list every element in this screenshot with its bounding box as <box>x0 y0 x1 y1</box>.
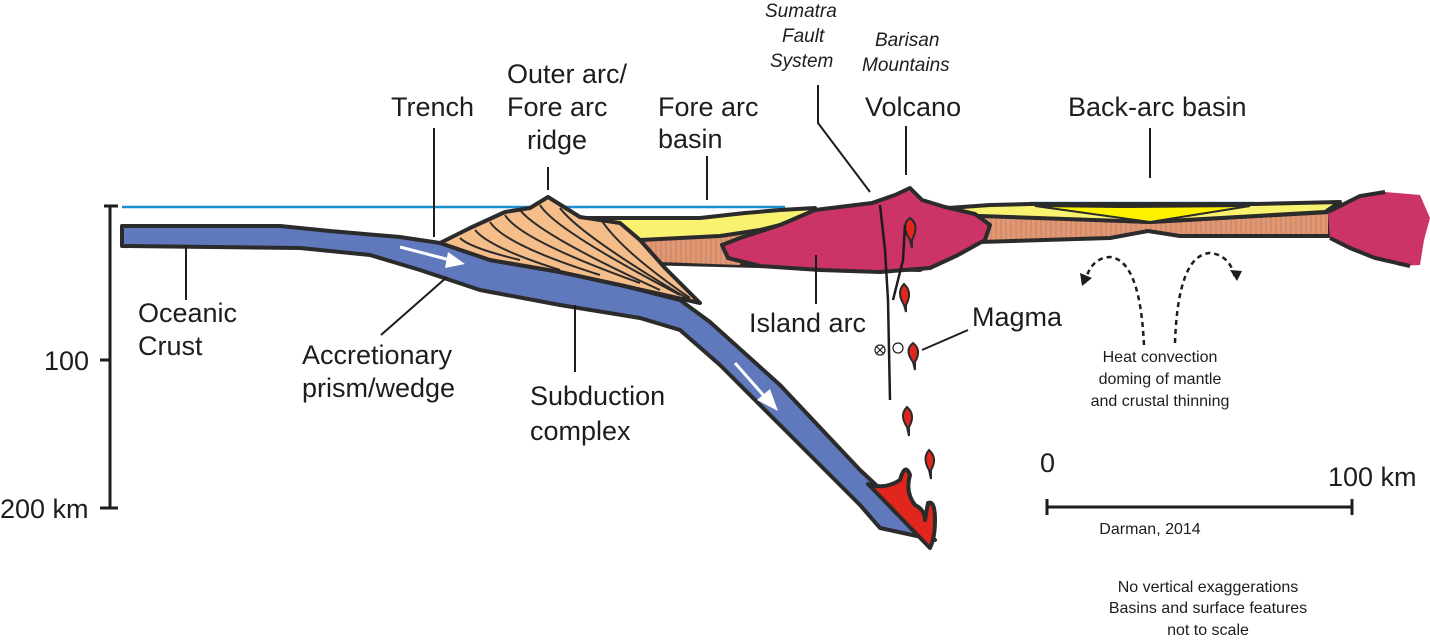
magma-drop <box>924 448 935 480</box>
oceanic-crust-slab <box>120 224 937 542</box>
label-outer-arc-1: Outer arc/ <box>507 59 628 89</box>
note-line-3: not to scale <box>1167 622 1249 639</box>
accretionary-prism <box>438 195 702 305</box>
label-back-arc-basin: Back-arc basin <box>1068 92 1247 122</box>
fault-motion-symbols <box>874 342 904 356</box>
fore-arc-crust <box>640 238 740 265</box>
label-magma: Magma <box>972 302 1063 332</box>
depth-tick-100: 100 <box>44 346 89 376</box>
label-oceanic-crust-1: Oceanic <box>138 298 237 328</box>
scale-end-label: 100 km <box>1328 462 1417 492</box>
horizontal-scale-bar <box>1045 499 1354 515</box>
convection-arrowhead-right <box>1230 270 1242 281</box>
label-subduction-2: complex <box>530 416 631 446</box>
label-fore-arc-basin-2: basin <box>658 124 723 154</box>
label-volcano: Volcano <box>865 92 961 122</box>
label-oceanic-crust-2: Crust <box>138 331 203 361</box>
note-line-1: No vertical exaggerations <box>1118 579 1299 596</box>
out-of-page-symbol <box>892 342 904 354</box>
label-outer-arc-3: ridge <box>527 125 587 155</box>
island-arc-body <box>720 186 992 274</box>
label-fore-arc-basin-1: Fore arc <box>658 92 759 122</box>
label-trench: Trench <box>391 92 474 122</box>
subduction-arrow-lower <box>733 362 778 411</box>
credit-text: Darman, 2014 <box>1099 521 1200 538</box>
magma-drop <box>902 405 913 437</box>
depth-scale <box>100 204 118 510</box>
label-outer-arc-2: Fore arc <box>507 92 608 122</box>
back-arc-basin-fill-inner <box>1034 205 1251 224</box>
label-subduction-1: Subduction <box>530 381 665 411</box>
label-barisan-2: Mountains <box>862 55 950 76</box>
sumatra-fault-lines <box>878 204 907 401</box>
magma-source <box>866 467 937 550</box>
subduction-arrow-upper <box>399 245 465 268</box>
convection-arrowhead-left <box>1080 273 1092 286</box>
label-barisan-1: Barisan <box>875 30 939 51</box>
label-heat-convection-2: doming of mantle <box>1099 371 1222 388</box>
depth-tick-200: 200 km <box>0 494 89 524</box>
label-accretionary-2: prism/wedge <box>302 373 455 403</box>
prism-thrust-lines <box>459 204 691 301</box>
label-sumatra-fault-3: System <box>770 51 833 72</box>
back-arc-block-outline <box>1327 190 1411 268</box>
magma-drop <box>899 282 910 313</box>
label-sumatra-fault-1: Sumatra <box>765 1 837 22</box>
magma-drop <box>907 341 919 371</box>
leader-lines <box>185 85 1151 372</box>
label-island-arc: Island arc <box>749 308 866 338</box>
scale-start-label: 0 <box>1040 448 1055 478</box>
label-heat-convection-3: and crustal thinning <box>1091 393 1230 410</box>
label-accretionary-1: Accretionary <box>302 340 453 370</box>
label-heat-convection-1: Heat convection <box>1103 349 1218 366</box>
note-line-2: Basins and surface features <box>1109 600 1307 617</box>
heat-convection-arrows <box>1083 251 1237 346</box>
label-sumatra-fault-2: Fault <box>782 26 825 47</box>
